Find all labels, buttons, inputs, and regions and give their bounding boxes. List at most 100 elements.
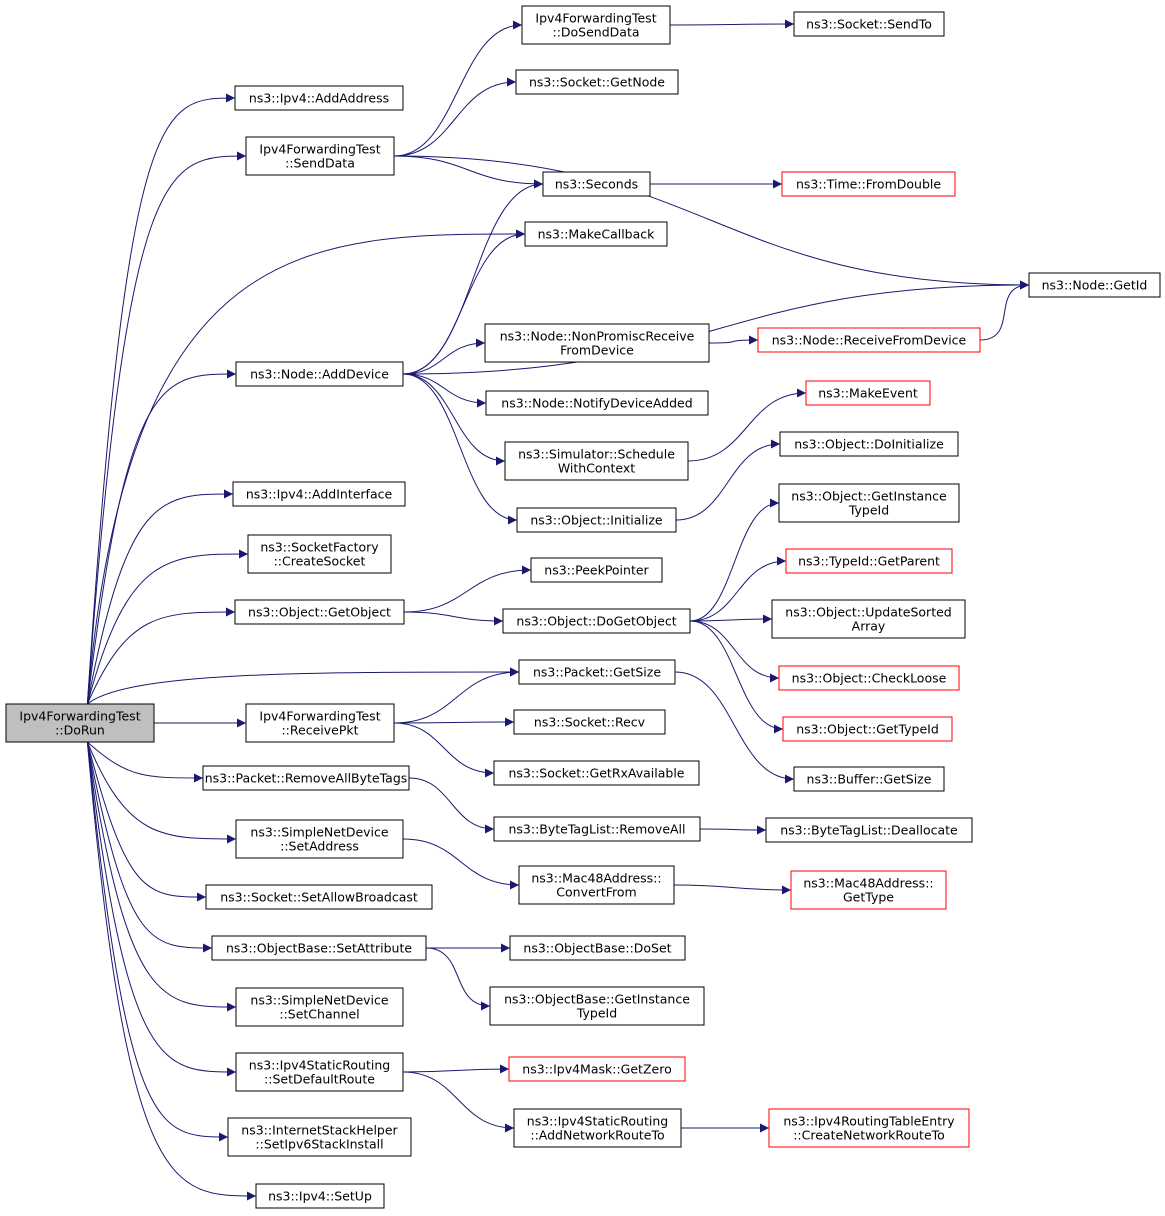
node-box xyxy=(508,1056,686,1082)
node-packetgetsize[interactable]: ns3::Packet::GetSize xyxy=(518,659,676,685)
call-edge-getobject-to-dogetobject xyxy=(403,611,504,626)
call-edge-setdefaultroute-to-addnetworkrouteto xyxy=(402,1071,515,1133)
call-edge-dorun-to-setchannel xyxy=(86,741,237,1012)
node-makecallback[interactable]: ns3::MakeCallback xyxy=(524,221,668,247)
node-createsocket[interactable]: ns3::SocketFactory::CreateSocket xyxy=(247,534,392,574)
node-deallocate[interactable]: ns3::ByteTagList::Deallocate xyxy=(765,817,973,843)
node-makeevent[interactable]: ns3::MakeEvent xyxy=(805,380,931,406)
node-label: ns3::Object::Initialize xyxy=(530,513,663,528)
node-box xyxy=(757,327,981,353)
call-edge-setattribute-to-obgetinstancetypeid xyxy=(425,947,491,1011)
node-setaddress[interactable]: ns3::SimpleNetDevice::SetAddress xyxy=(235,819,404,859)
node-label: Ipv4ForwardingTest xyxy=(535,11,656,26)
node-label: ::CreateNetworkRouteTo xyxy=(793,1128,945,1143)
node-socketgetnode[interactable]: ns3::Socket::GetNode xyxy=(515,69,679,95)
node-addinterface[interactable]: ns3::Ipv4::AddInterface xyxy=(232,481,406,507)
node-box xyxy=(530,557,663,583)
node-receivefromdevice[interactable]: ns3::Node::ReceiveFromDevice xyxy=(757,327,981,353)
node-label: ::SetDefaultRoute xyxy=(264,1072,375,1087)
node-fromdouble[interactable]: ns3::Time::FromDouble xyxy=(781,171,956,197)
node-label: GetType xyxy=(843,890,894,905)
node-box xyxy=(235,987,404,1027)
node-doinitialize[interactable]: ns3::Object::DoInitialize xyxy=(779,431,959,457)
node-setipv6stackinstall[interactable]: ns3::InternetStackHelper::SetIpv6StackIn… xyxy=(227,1117,412,1157)
node-label: ::SendData xyxy=(285,156,355,171)
node-box xyxy=(793,766,945,792)
node-box xyxy=(227,1117,412,1157)
node-peekpointer[interactable]: ns3::PeekPointer xyxy=(530,557,663,583)
node-box xyxy=(779,431,959,457)
node-setchannel[interactable]: ns3::SimpleNetDevice::SetChannel xyxy=(235,987,404,1027)
node-notifydeviceadded[interactable]: ns3::Node::NotifyDeviceAdded xyxy=(485,390,709,416)
node-sendto[interactable]: ns3::Socket::SendTo xyxy=(793,11,945,37)
node-box xyxy=(516,507,677,533)
node-receivepkt[interactable]: Ipv4ForwardingTest::ReceivePkt xyxy=(245,703,395,743)
node-label: ns3::Ipv4::AddAddress xyxy=(249,91,389,106)
node-addaddress[interactable]: ns3::Ipv4::AddAddress xyxy=(234,85,404,111)
node-setattribute[interactable]: ns3::ObjectBase::SetAttribute xyxy=(211,935,427,961)
node-box xyxy=(1028,272,1161,298)
node-setallowbroadcast[interactable]: ns3::Socket::SetAllowBroadcast xyxy=(205,884,433,910)
node-dorun[interactable]: Ipv4ForwardingTest::DoRun xyxy=(5,703,155,743)
node-createnetworkrouteto[interactable]: ns3::Ipv4RoutingTableEntry::CreateNetwor… xyxy=(768,1108,970,1148)
node-box xyxy=(232,481,406,507)
call-edge-packetgetsize-to-buffergetsize xyxy=(674,671,795,784)
node-recv[interactable]: ns3::Socket::Recv xyxy=(513,709,666,735)
call-edges xyxy=(86,19,1030,1201)
node-getzero[interactable]: ns3::Ipv4Mask::GetZero xyxy=(508,1056,686,1082)
node-checkloose[interactable]: ns3::Object::CheckLoose xyxy=(778,665,960,691)
node-initialize[interactable]: ns3::Object::Initialize xyxy=(516,507,677,533)
node-nodegetid[interactable]: ns3::Node::GetId xyxy=(1028,272,1161,298)
node-setdefaultroute[interactable]: ns3::Ipv4StaticRouting::SetDefaultRoute xyxy=(235,1052,404,1092)
node-box xyxy=(235,1052,404,1092)
node-dogetobject[interactable]: ns3::Object::DoGetObject xyxy=(502,608,691,634)
node-buffergetsize[interactable]: ns3::Buffer::GetSize xyxy=(793,766,945,792)
node-box xyxy=(485,390,709,416)
node-adddevice[interactable]: ns3::Node::AddDevice xyxy=(235,361,404,387)
call-edge-adddevice-to-initialize xyxy=(402,373,518,525)
node-seconds[interactable]: ns3::Seconds xyxy=(542,171,651,197)
call-edge-dosenddata-to-sendto xyxy=(669,19,795,29)
node-bytetagremoveall[interactable]: ns3::ByteTagList::RemoveAll xyxy=(493,816,701,842)
node-addnetworkrouteto[interactable]: ns3::Ipv4StaticRouting::AddNetworkRouteT… xyxy=(513,1108,682,1148)
node-getparent[interactable]: ns3::TypeId::GetParent xyxy=(785,548,953,574)
node-label: ns3::Object::DoGetObject xyxy=(516,614,676,629)
node-label: Array xyxy=(852,619,886,634)
node-getobject[interactable]: ns3::Object::GetObject xyxy=(234,599,405,625)
node-label: ns3::Socket::GetRxAvailable xyxy=(508,766,684,781)
node-box xyxy=(518,659,676,685)
node-box xyxy=(542,171,651,197)
node-box xyxy=(489,986,705,1026)
node-label: ns3::Simulator::Schedule xyxy=(518,447,675,462)
node-senddata[interactable]: Ipv4ForwardingTest::SendData xyxy=(245,136,395,176)
node-mac48gettype[interactable]: ns3::Mac48Address::GetType xyxy=(790,870,947,910)
node-setup[interactable]: ns3::Ipv4::SetUp xyxy=(255,1183,385,1209)
node-label: ::DoRun xyxy=(55,723,105,738)
node-label: ns3::PeekPointer xyxy=(544,563,649,578)
node-label: ns3::Node::NotifyDeviceAdded xyxy=(501,396,692,411)
node-label: ns3::Mac48Address:: xyxy=(531,871,661,886)
node-convertfrom[interactable]: ns3::Mac48Address::ConvertFrom xyxy=(518,865,675,905)
node-box xyxy=(255,1183,385,1209)
call-edge-dorun-to-addinterface xyxy=(86,489,234,705)
node-label: FromDevice xyxy=(560,343,634,358)
call-edge-nonpromisc-to-receivefromdevice xyxy=(708,335,759,345)
node-label: ns3::Buffer::GetSize xyxy=(807,772,932,787)
call-edge-adddevice-to-nonpromisc xyxy=(402,338,486,375)
node-gettypeid[interactable]: ns3::Object::GetTypeId xyxy=(782,716,953,742)
call-edge-senddata-to-seconds xyxy=(393,155,544,189)
node-removeallbytetags[interactable]: ns3::Packet::RemoveAllByteTags xyxy=(202,765,410,791)
node-doset[interactable]: ns3::ObjectBase::DoSet xyxy=(509,935,686,961)
node-dosenddata[interactable]: Ipv4ForwardingTest::DoSendData xyxy=(521,5,671,45)
call-edge-dorun-to-senddata xyxy=(86,151,247,705)
node-label: TypeId xyxy=(576,1006,617,1021)
node-label: ns3::Object::CheckLoose xyxy=(792,671,947,686)
call-edge-dogetobject-to-checkloose xyxy=(689,620,780,683)
node-getrxavailable[interactable]: ns3::Socket::GetRxAvailable xyxy=(493,760,700,786)
